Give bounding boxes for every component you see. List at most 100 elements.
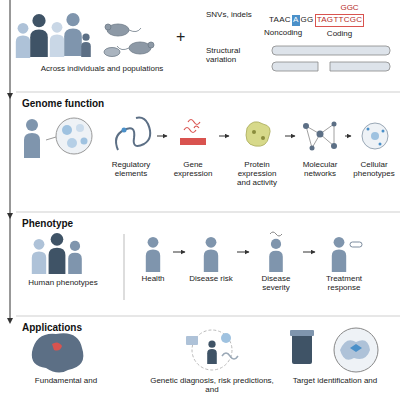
art-line (10, 216, 11, 321)
art-g (306, 124, 334, 148)
art-line (318, 62, 319, 71)
art-circle (379, 143, 382, 146)
art-circle (192, 330, 232, 370)
art-rect (318, 61, 330, 72)
art-path (270, 232, 282, 236)
art-circle (362, 123, 388, 149)
art-circle (67, 138, 77, 148)
stage-node: Disease risk (186, 230, 236, 283)
art-rect (350, 242, 362, 247)
phenotype-figures (32, 232, 362, 274)
art-rect (292, 334, 312, 364)
text-label: Across individuals and populations (22, 64, 182, 73)
art-circle (221, 333, 231, 343)
art-circle (62, 125, 72, 135)
sequence-segment: TAAC (268, 15, 292, 26)
connector-arrow (157, 136, 167, 137)
art-circle (331, 143, 337, 149)
genome-function-icons (24, 118, 388, 158)
art-rect (186, 336, 198, 345)
connector-arrow (237, 252, 249, 253)
art-use (68, 241, 82, 274)
node-label: Gene expression (168, 160, 218, 178)
text-label: Fundamental and (16, 376, 116, 385)
art-circle (367, 128, 370, 131)
text-label: Target identification and (280, 376, 390, 385)
node-label: Health (134, 274, 172, 283)
art-line (16, 316, 400, 317)
text-label: Noncoding (264, 28, 302, 37)
text-label: Structural variation (206, 46, 266, 64)
connector-arrow (173, 252, 185, 253)
section-heading: Phenotype (22, 218, 73, 230)
structural-variation-bars (272, 46, 390, 72)
art-ellipse (129, 42, 151, 54)
art-use (207, 341, 217, 364)
art-circle (56, 118, 92, 154)
connector-arrow (345, 136, 351, 137)
art-use (50, 22, 64, 57)
stage-node: Molecular networks (296, 112, 344, 178)
node-label: Disease risk (186, 274, 236, 283)
application-icons (32, 328, 378, 373)
art-use (30, 14, 48, 57)
stage-node: Regulatory elements (106, 112, 156, 178)
art-line (306, 126, 312, 148)
connector-arrow (219, 136, 229, 137)
art-ellipse (104, 48, 120, 57)
stage-node: Treatment response (316, 230, 372, 292)
art-path (184, 120, 200, 133)
art-circle (148, 42, 154, 48)
art-line (16, 92, 400, 93)
art-path (52, 342, 62, 350)
art-path (129, 28, 141, 32)
connector-arrow (285, 136, 295, 137)
art-line (334, 124, 335, 146)
art-circle (332, 122, 337, 127)
stage-node: Cellular phenotypes (352, 112, 396, 178)
art-use (32, 239, 46, 274)
text-label: GGC (340, 3, 358, 12)
art-line (46, 137, 56, 140)
art-rect (272, 62, 390, 71)
art-circle (76, 124, 84, 132)
art-rect (180, 138, 206, 145)
art-use (146, 237, 160, 272)
art-use (64, 13, 82, 56)
art-path (350, 344, 362, 352)
art-circle (81, 138, 88, 145)
art-path (222, 353, 238, 359)
art-circle (252, 130, 256, 134)
art-line (10, 96, 11, 216)
people-group (16, 13, 91, 58)
stage-node: Gene expression (168, 112, 218, 178)
mice (104, 24, 154, 57)
sequence-segment: GG (300, 15, 315, 26)
art-use (269, 239, 283, 272)
sequence-row: TAACAGGTAGTTCGC (268, 14, 364, 27)
art-circle (310, 146, 315, 151)
section-heading: Genome function (22, 98, 104, 110)
sequence-segment: A (292, 15, 300, 26)
art-use (24, 119, 40, 158)
sequence-segment: TAGTTCGC (315, 14, 365, 27)
node-label: Disease severity (250, 274, 302, 292)
art-rect (290, 330, 314, 336)
stage-node: Disease severity (250, 230, 302, 292)
text-label: SNVs, indels (206, 10, 252, 19)
art-circle (303, 123, 309, 129)
node-label: Cellular phenotypes (352, 160, 396, 178)
connector-arrow (303, 252, 315, 253)
art-circle (122, 128, 127, 133)
art-rect (272, 46, 390, 55)
art-path (32, 333, 84, 372)
section-heading: Applications (22, 322, 82, 334)
art-line (124, 234, 125, 300)
art-circle (317, 131, 324, 138)
section-divider (16, 92, 400, 316)
art-circle (334, 328, 378, 372)
flow-line (10, 0, 11, 321)
art-line (10, 0, 11, 96)
stage-node: Health (134, 230, 172, 283)
